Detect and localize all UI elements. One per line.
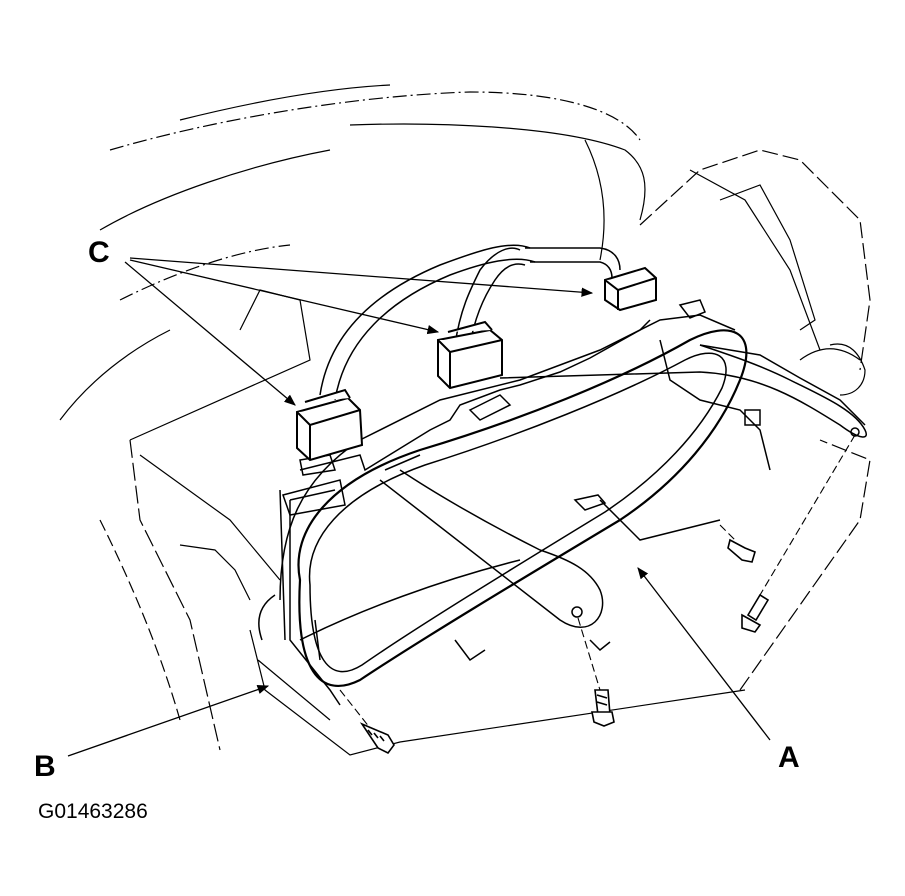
callout-label-b: B xyxy=(34,750,56,783)
leader-b xyxy=(67,685,270,757)
leader-c-right xyxy=(129,257,594,297)
screw-right-lower xyxy=(741,593,770,633)
wire-harness xyxy=(299,244,651,472)
screw-bottom-left xyxy=(359,722,395,755)
leader-c-left xyxy=(124,261,296,406)
connector-center xyxy=(437,320,503,390)
dashboard-background xyxy=(59,84,871,756)
connector-right xyxy=(604,266,657,312)
screw-bottom-center xyxy=(591,689,615,727)
screw-right-upper xyxy=(727,538,756,563)
callout-label-a: A xyxy=(778,741,800,774)
leader-a xyxy=(637,567,771,741)
connector-left xyxy=(296,388,364,462)
meter-cluster-assembly xyxy=(258,299,867,706)
callout-label-c: C xyxy=(88,236,110,269)
screw-guide-lines xyxy=(339,434,856,729)
leader-lines xyxy=(67,257,771,757)
figure-id: G01463286 xyxy=(38,800,148,823)
leader-c-center xyxy=(129,259,440,335)
